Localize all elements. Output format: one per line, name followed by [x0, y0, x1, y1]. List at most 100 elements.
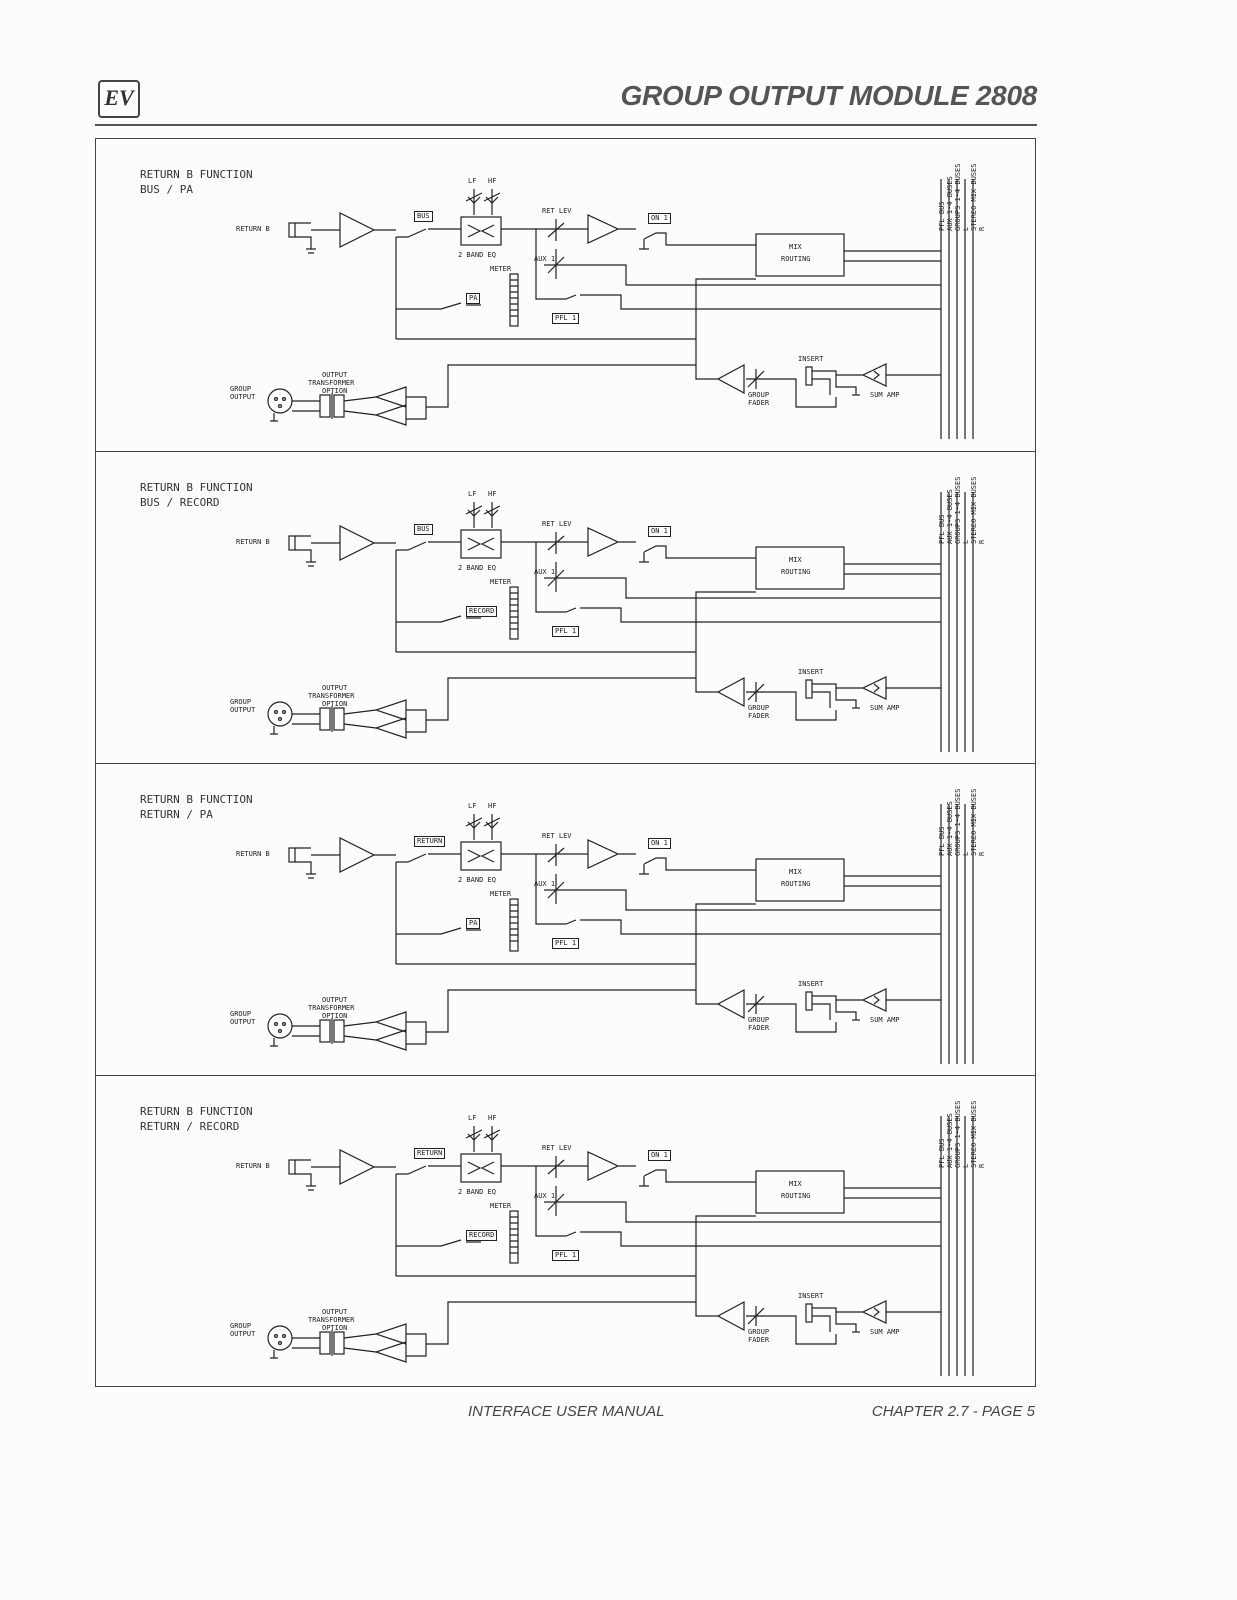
transformer-coil — [333, 1331, 345, 1355]
function-title: RETURN B FUNCTION BUS / RECORD — [140, 480, 253, 510]
return-jack — [288, 1159, 296, 1175]
function-line-1: RETURN B FUNCTION — [140, 481, 253, 494]
pfl1-label: PFL 1 — [552, 313, 580, 324]
meter-bar — [509, 273, 519, 327]
return-jack — [288, 847, 296, 863]
stereo-mix-buses-label: STEREO MIX BUSES — [970, 1100, 978, 1168]
transformer-coil — [319, 707, 331, 731]
function-title: RETURN B FUNCTION BUS / PA — [140, 167, 253, 197]
transformer-coil — [319, 394, 331, 418]
aux1-label: AUX 1 — [534, 880, 556, 888]
return-b-label: RETURN B — [236, 225, 270, 233]
aux-buses-label: AUX 1-4 BUSES — [946, 1113, 954, 1168]
sum-amp — [861, 676, 887, 700]
insert-jack — [805, 366, 813, 386]
hf-label: HF — [488, 1114, 497, 1122]
title-rule — [95, 124, 1037, 126]
function-line-2: RETURN / RECORD — [140, 1120, 240, 1133]
group-output-label-1: GROUP — [230, 1322, 252, 1330]
routing-label: ROUTING — [781, 880, 811, 888]
on1-label: ON 1 — [648, 1150, 671, 1161]
stereo-mix-buses-label: STEREO MIX BUSES — [970, 476, 978, 544]
pfl-bus-label: PFL BUS — [938, 201, 946, 231]
output-transformer-label-1: OUTPUT — [322, 684, 348, 692]
group-fader-label-1: GROUP — [748, 391, 770, 399]
sum-amp — [861, 988, 887, 1012]
signal-flow-panel-3: RETURN B FUNCTION RETURN / PA RETURN B R… — [96, 763, 1035, 1076]
footer-page-number: CHAPTER 2.7 - PAGE 5 — [871, 1403, 1035, 1420]
aux-buses-label: AUX 1-4 BUSES — [946, 176, 954, 231]
routing-label: ROUTING — [781, 568, 811, 576]
dest-switch-label: PA — [466, 918, 481, 929]
function-line-1: RETURN B FUNCTION — [140, 168, 253, 181]
aux-buses-label: AUX 1-4 BUSES — [946, 489, 954, 544]
meter-label: METER — [490, 578, 512, 586]
output-transformer-label-1: OUTPUT — [322, 371, 348, 379]
function-line-1: RETURN B FUNCTION — [140, 793, 253, 806]
bus-l-label: L — [962, 539, 970, 544]
group-fader-amp — [716, 676, 745, 708]
eq-label: 2 BAND EQ — [458, 564, 496, 572]
input-amp — [339, 525, 376, 561]
mix-label: MIX — [789, 556, 802, 564]
source-switch-label: RETURN — [414, 836, 446, 847]
output-transformer-label-3: OPTION — [322, 700, 348, 708]
eq-block — [460, 529, 502, 559]
group-fader-label-2: FADER — [748, 1024, 770, 1032]
insert-jack — [805, 1303, 813, 1323]
aux1-label: AUX 1 — [534, 255, 556, 263]
return-b-label: RETURN B — [236, 850, 270, 858]
ret-lev-amp — [587, 527, 620, 557]
xlr-output-connector — [267, 388, 293, 414]
function-line-1: RETURN B FUNCTION — [140, 1105, 253, 1118]
sum-amp-label: SUM AMP — [870, 391, 900, 399]
input-amp — [339, 212, 376, 248]
ret-lev-label: RET LEV — [542, 207, 572, 215]
lf-label: LF — [468, 1114, 477, 1122]
ret-lev-label: RET LEV — [542, 520, 572, 528]
group-fader-label-2: FADER — [748, 399, 770, 407]
meter-bar — [509, 898, 519, 952]
mix-routing-block — [755, 1170, 845, 1214]
insert-label: INSERT — [798, 980, 824, 988]
signal-flow-diagram — [267, 179, 974, 439]
aux1-label: AUX 1 — [534, 568, 556, 576]
signal-flow-diagram — [267, 1116, 974, 1376]
group-buses-label: GROUPS 1-4 BUSES — [954, 788, 962, 856]
insert-label: INSERT — [798, 1292, 824, 1300]
signal-flow-panel-1: RETURN B FUNCTION BUS / PA RETURN B BUS … — [96, 139, 1035, 451]
group-output-label-1: GROUP — [230, 385, 252, 393]
sum-amp — [861, 363, 887, 387]
transformer-coil — [333, 1019, 345, 1043]
group-output-label-2: OUTPUT — [230, 1018, 256, 1026]
eq-block — [460, 216, 502, 246]
ev-logo: EV — [98, 80, 140, 118]
group-output-label-2: OUTPUT — [230, 706, 256, 714]
return-b-label: RETURN B — [236, 538, 270, 546]
xlr-output-connector — [267, 1013, 293, 1039]
pfl-bus-label: PFL BUS — [938, 514, 946, 544]
meter-bar — [509, 586, 519, 640]
mix-label: MIX — [789, 868, 802, 876]
output-transformer-label-1: OUTPUT — [322, 1308, 348, 1316]
sum-amp-label: SUM AMP — [870, 1328, 900, 1336]
return-jack — [288, 222, 296, 238]
pfl-bus-label: PFL BUS — [938, 826, 946, 856]
sum-amp-label: SUM AMP — [870, 704, 900, 712]
ret-lev-label: RET LEV — [542, 832, 572, 840]
insert-label: INSERT — [798, 668, 824, 676]
on1-label: ON 1 — [648, 213, 671, 224]
aux1-label: AUX 1 — [534, 1192, 556, 1200]
hf-label: HF — [488, 802, 497, 810]
mix-label: MIX — [789, 243, 802, 251]
mix-routing-block — [755, 858, 845, 902]
transformer-coil — [333, 394, 345, 418]
function-title: RETURN B FUNCTION RETURN / RECORD — [140, 1104, 253, 1134]
transformer-coil — [319, 1331, 331, 1355]
stereo-mix-buses-label: STEREO MIX BUSES — [970, 163, 978, 231]
dest-switch-label: RECORD — [466, 606, 498, 617]
function-line-2: BUS / RECORD — [140, 496, 220, 509]
output-transformer-label-2: TRANSFORMER — [308, 1316, 355, 1324]
on1-label: ON 1 — [648, 526, 671, 537]
meter-label: METER — [490, 265, 512, 273]
